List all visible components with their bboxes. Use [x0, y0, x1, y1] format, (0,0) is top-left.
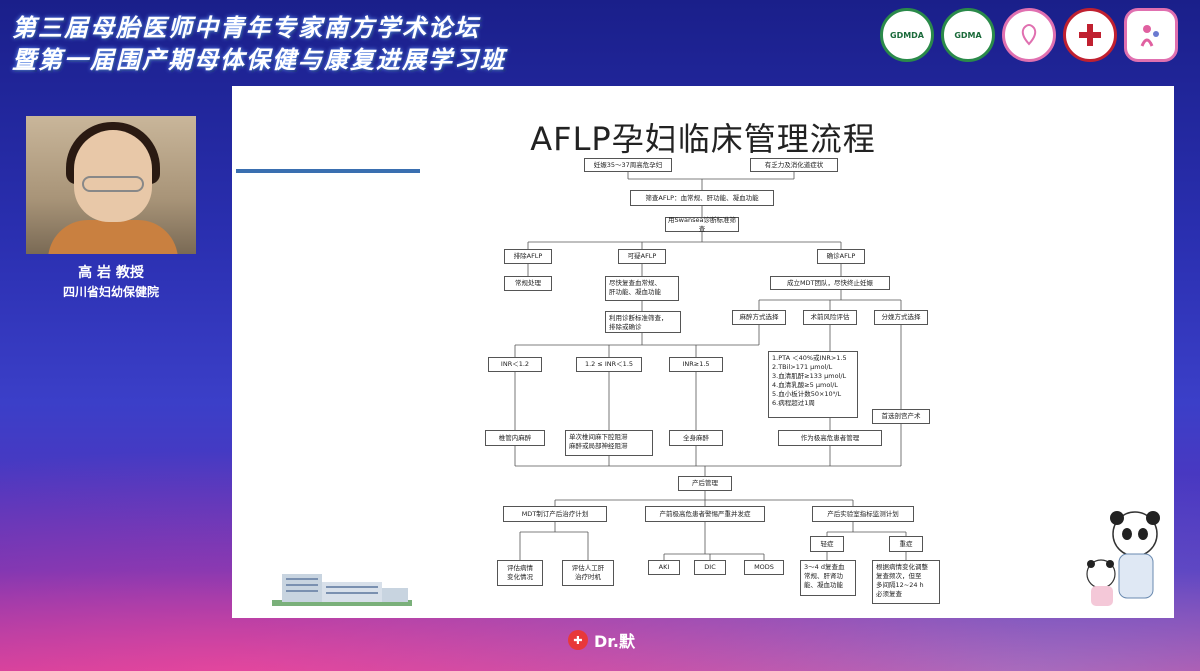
flow-node-mild-plan: 3～4 d复查血 常规、肝肾功 能、凝血功能	[800, 560, 856, 596]
flow-node-mods: MODS	[744, 560, 784, 575]
dr-mo-logo-icon: ✚	[568, 630, 588, 650]
flow-node-mdt: 成立MDT团队，尽快终止妊娠	[770, 276, 890, 290]
flow-node-lab-plan: 产后实验室指标监测计划	[812, 506, 914, 522]
sponsor-logos: GDMDA GDMA	[880, 8, 1178, 62]
panda-mascot-illustration	[1086, 511, 1160, 606]
flow-node-recheck: 尽快复查血常规、 肝功能、凝血功能	[605, 276, 679, 301]
flow-node-inr-mid: 1.2 ≤ INR＜1.5	[576, 357, 642, 372]
red-cross-logo-icon	[1063, 8, 1117, 62]
flow-node-delivery-choice: 分娩方式选择	[874, 310, 928, 325]
maternal-care-logo-icon	[1002, 8, 1056, 62]
flow-node-start-2: 有乏力及消化道症状	[750, 158, 838, 172]
brand-label: Dr.默	[594, 632, 635, 651]
speaker-video	[26, 116, 196, 254]
slide-title: AFLP孕妇临床管理流程	[530, 120, 876, 158]
flow-node-aki: AKI	[648, 560, 680, 575]
flow-node-inr-low: INR＜1.2	[488, 357, 542, 372]
presentation-slide: AFLP孕妇临床管理流程	[232, 86, 1174, 618]
footer-brand: ✚ Dr.默	[568, 628, 635, 652]
flow-node-eval-liver: 评估人工肝 治疗时机	[562, 560, 614, 586]
gdma-logo-icon: GDMA	[941, 8, 995, 62]
flow-node-swansea: 用Swansea诊断标准筛查	[665, 216, 739, 233]
speaker-name: 高 岩 教授	[78, 265, 144, 281]
flow-node-high-risk: 作为极高危患者管理	[778, 430, 882, 446]
flow-node-confirm: 确诊AFLP	[817, 249, 865, 264]
flow-node-mdt-plan: MDT制订产后治疗计划	[503, 506, 607, 522]
flowchart-connectors	[514, 172, 907, 560]
flow-node-severe: 重症	[889, 536, 923, 552]
flow-node-nerve-block: 单次椎间麻下腔阻滞 麻醉或局部神经阻滞	[565, 430, 653, 456]
flow-node-postpartum: 产后管理	[678, 476, 732, 491]
flow-node-suspect: 可疑AFLP	[618, 249, 666, 264]
gdmda-logo-icon: GDMDA	[880, 8, 934, 62]
accent-line	[236, 169, 420, 173]
flow-node-dic: DIC	[694, 560, 726, 575]
flow-node-mild: 轻症	[810, 536, 844, 552]
flow-node-epidural: 椎管内麻醉	[485, 430, 545, 446]
mother-child-logo-icon	[1124, 8, 1178, 62]
conference-title-line2: 暨第一届围产期母体保健与康复进展学习班	[12, 46, 506, 74]
flow-node-routine: 常规处理	[504, 276, 552, 291]
flow-node-cesarean: 首选剖宫产术	[872, 409, 930, 424]
flow-node-rediag: 利用诊断标准筛查， 排除或确诊	[605, 311, 681, 333]
flow-node-screen: 筛查AFLP：血常规、肝功能、凝血功能	[630, 190, 774, 206]
flow-node-alert: 产前极高危患者警惕严重并发症	[645, 506, 765, 522]
hospital-building-illustration	[272, 574, 412, 606]
flow-node-inr-high: INR≥1.5	[669, 357, 723, 372]
flow-node-start-1: 妊娠35～37周高危孕妇	[584, 158, 672, 172]
flow-node-severe-plan: 根据病情变化调整 复查频次，但至 多间隔12~24 h 必须复查	[872, 560, 940, 604]
flow-node-criteria: 1.PTA ＜40%或INR>1.5 2.TBil>171 μmol/L 3.血…	[768, 351, 858, 418]
conference-title-line1: 第三届母胎医师中青年专家南方学术论坛	[12, 14, 480, 42]
flow-node-eval-change: 评估病情 变化情况	[497, 560, 543, 586]
speaker-organization: 四川省妇幼保健院	[62, 285, 159, 299]
flow-node-risk-assessment: 术前风险评估	[803, 310, 857, 325]
flow-node-exclude: 排除AFLP	[504, 249, 552, 264]
flow-node-general-anesthesia: 全身麻醉	[669, 430, 723, 446]
flow-node-anesthesia-choice: 麻醉方式选择	[732, 310, 786, 325]
